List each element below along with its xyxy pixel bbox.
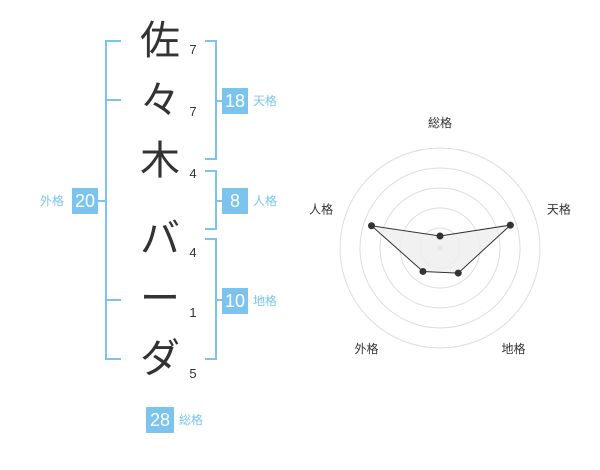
name-char-4: バ [140,216,180,262]
gaikaku-bracket-tick-lower [105,299,121,301]
name-char-5: ー [140,276,180,322]
radar-grid-ring [359,167,521,329]
jinkaku-value: 8 [222,188,248,214]
tenkaku-label: 天格 [253,94,278,108]
name-char-6: ダ [140,336,180,382]
tenkaku-connector [216,100,222,102]
jinkaku-label: 人格 [253,194,278,208]
radar-point-4 [419,267,427,275]
name-char-1: 佐 [140,18,180,64]
chikaku-connector [216,299,222,301]
radar-point-3 [454,269,462,277]
gaikaku-connector [98,200,106,202]
gaikaku-bracket-tick-upper [105,99,121,101]
radar-axis-label-1: 総格 [428,115,452,130]
radar-axis-label-4: 外格 [354,341,378,356]
radar-axis-label-3: 地格 [501,341,525,356]
gaikaku-value: 20 [72,188,98,214]
radar-series-polygon [369,224,512,274]
radar-axis-label-2: 天格 [547,201,571,216]
name-char-2: 々 [140,78,180,124]
radar-grid-ring [339,147,541,349]
name-char-3: 木 [140,138,180,184]
radar-point-2 [506,221,514,229]
gaikaku-label: 外格 [40,194,65,208]
soukaku-label: 総格 [179,413,204,427]
stroke-count-5: 1 [189,305,197,320]
stroke-count-6: 5 [189,366,197,381]
chikaku-value: 10 [222,288,248,314]
radar-point-1 [436,232,444,240]
stroke-count-1: 7 [189,42,197,57]
gaikaku-bracket [105,40,121,360]
tenkaku-value: 18 [222,88,248,114]
radar-point-5 [368,222,376,230]
jinkaku-connector [216,200,222,202]
stroke-count-2: 7 [189,104,197,119]
chikaku-label: 地格 [253,294,278,308]
radar-grid-ring [379,187,501,309]
stroke-count-3: 4 [189,166,197,181]
stroke-count-4: 4 [189,245,197,260]
soukaku-value: 28 [146,407,174,433]
radar-axis-label-5: 人格 [309,201,333,216]
